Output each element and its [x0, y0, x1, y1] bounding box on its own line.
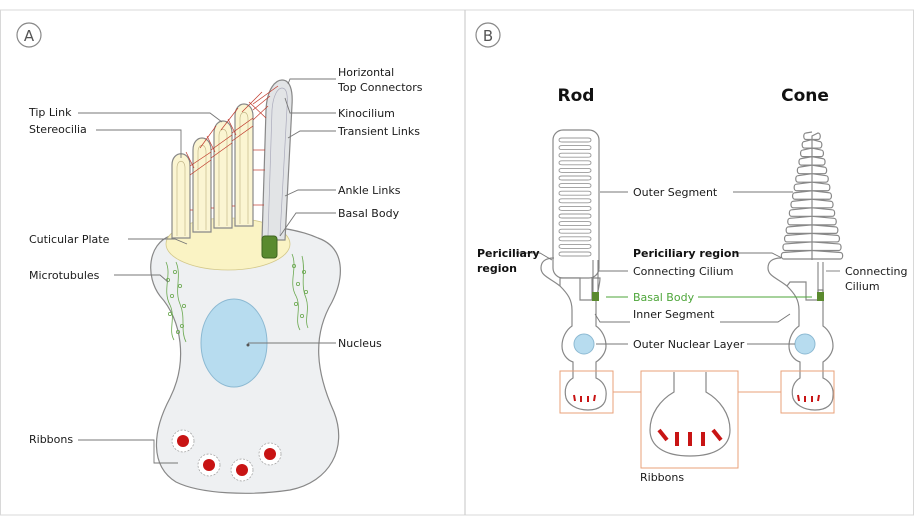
stereocilium-2 [193, 138, 211, 232]
nucleus-pointer-dot [247, 344, 250, 347]
label-horizontal-top-connectors-1: Horizontal [338, 66, 394, 79]
cone-nucleus [795, 334, 815, 354]
label-microtubules: Microtubules [29, 269, 100, 282]
basal-body-a [262, 236, 277, 258]
label-periciliary-region-left-1: Periciliary [477, 247, 540, 260]
title-cone: Cone [781, 86, 829, 106]
label-periciliary-region-right: Periciliary region [633, 247, 739, 260]
ribbon [172, 430, 194, 452]
cone-basal-body [817, 292, 824, 301]
label-connecting-cilium-left: Connecting Cilium [633, 265, 734, 278]
cone-outer-segment [781, 132, 842, 260]
ribbon [259, 443, 281, 465]
label-basal-body-b: Basal Body [633, 291, 695, 304]
panel-b-letter: B [483, 27, 493, 45]
stereocilium-4 [235, 104, 253, 226]
label-connecting-cilium-right-2: Cilium [845, 280, 880, 293]
stereocilia [172, 104, 253, 238]
stereocilium-1 [172, 154, 190, 238]
label-stereocilia: Stereocilia [29, 123, 87, 136]
label-basal-body-a: Basal Body [338, 207, 400, 220]
label-horizontal-top-connectors-2: Top Connectors [337, 81, 423, 94]
label-outer-nuclear-layer: Outer Nuclear Layer [633, 338, 745, 351]
label-connecting-cilium-right-1: Connecting [845, 265, 908, 278]
label-outer-segment: Outer Segment [633, 186, 718, 199]
label-cuticular-plate: Cuticular Plate [29, 233, 110, 246]
rod-nucleus [574, 334, 594, 354]
label-inner-segment: Inner Segment [633, 308, 715, 321]
label-kinocilium: Kinocilium [338, 107, 395, 120]
panel-b: B Rod Cone [476, 23, 908, 484]
panel-a-letter: A [24, 27, 35, 45]
label-periciliary-region-left-2: region [477, 262, 517, 275]
kinocilium [262, 80, 292, 240]
cone-periciliary-lip [768, 258, 787, 286]
label-nucleus: Nucleus [338, 337, 382, 350]
label-ankle-links: Ankle Links [338, 184, 401, 197]
ribbon [198, 454, 220, 476]
label-transient-links: Transient Links [337, 125, 420, 138]
figure-frame [1, 10, 914, 515]
label-tip-link: Tip Link [28, 106, 72, 119]
rod-basal-body [592, 292, 599, 301]
title-rod: Rod [558, 86, 595, 106]
rod-cell [541, 130, 606, 410]
panel-a: A [17, 23, 423, 493]
label-ribbons-a: Ribbons [29, 433, 73, 446]
label-ribbons-b: Ribbons [640, 471, 684, 484]
ribbon [231, 459, 253, 481]
